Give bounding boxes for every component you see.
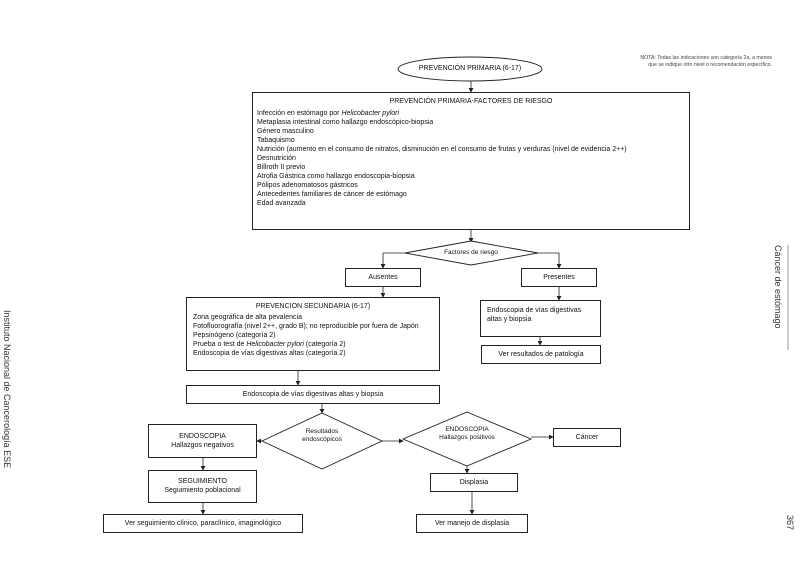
risk-factor-item: Desnutrición <box>257 155 296 162</box>
present-box: Presentes <box>521 268 597 287</box>
results-line: Resultados <box>305 428 339 435</box>
page-number: 367 <box>785 515 795 531</box>
secondary-line: Fotofluorografía (nivel 2++, grado B); n… <box>193 323 419 330</box>
risk-factor-item: Atrofia Gástrica como hallazgo endoscopi… <box>257 173 415 180</box>
cancer-box: Cáncer <box>553 428 621 447</box>
side-label-right: Cáncer de estómago <box>773 245 783 329</box>
note-line-2: que se indique otro nivel o recomendació… <box>648 62 772 68</box>
risk-factor-item: Género masculino <box>257 128 314 135</box>
start-node: PREVENCIÓN PRIMARIA (6-17) <box>418 65 522 72</box>
see-followup-box: Ver seguimiento clínico, paraclínico, im… <box>103 514 303 533</box>
present-endoscopy-line: Endoscopia de vías digestivas <box>487 307 582 314</box>
endoscopy-biopsy-box: Endoscopia de vías digestivas altas y bi… <box>186 385 440 404</box>
risk-factor-item: Nutrición (aumento en el consumo de nitr… <box>257 146 627 153</box>
present-endoscopy-box: Endoscopia de vías digestivas altas y bi… <box>480 300 601 337</box>
followup-box: SEGUIMIENTO Seguimiento poblacional <box>148 470 257 503</box>
start-oval-shape <box>397 56 543 82</box>
secondary-line: Pepsinógeno (categoría 2) <box>193 332 276 339</box>
risk-factor-item: Antecedentes familiares de cáncer de est… <box>257 191 407 198</box>
absent-box: Ausentes <box>345 268 421 287</box>
followup-line: Seguimiento poblacional <box>164 487 241 494</box>
primary-title: PREVENCIÓN PRIMARIA-FACTORES DE RIESGO <box>389 98 553 105</box>
category-note: NOTA: Todas las indicaciones son categor… <box>592 55 772 69</box>
risk-decision-label: Factores de riesgo <box>444 249 498 256</box>
risk-factor-item: Pólipos adenomatosos gástricos <box>257 182 358 189</box>
results-decision-label: Resultados endoscópicos <box>282 428 362 444</box>
risk-factor-item: Metaplasia intestinal como hallazgo endo… <box>257 119 434 126</box>
secondary-line-hp: Prueba o test de Helicobacter pylori (ca… <box>193 340 433 349</box>
negative-line: Hallazgos negativos <box>171 442 234 449</box>
see-dysplasia-box: Ver manejo de displasia <box>416 514 528 533</box>
primary-risk-factors-box: PREVENCIÓN PRIMARIA-FACTORES DE RIESGO I… <box>252 92 690 230</box>
hp-suffix: (categoría 2) <box>303 341 346 348</box>
negative-findings-box: ENDOSCOPIA Hallazgos negativos <box>148 424 257 458</box>
hp-organism: Helicobacter pylori <box>246 341 304 348</box>
secondary-title: PREVENCION SECUNDARIA (6-17) <box>255 303 371 310</box>
connector <box>538 252 562 269</box>
risk-factor-item: Billroth II previo <box>257 164 306 171</box>
hp-prefix: Prueba o test de <box>193 341 247 348</box>
infection-prefix: Infección en estómago por <box>257 110 342 117</box>
risk-decision-shape <box>404 240 539 266</box>
followup-line: SEGUIMIENTO <box>178 478 227 485</box>
dysplasia-box: Displasia <box>430 473 518 492</box>
connector <box>380 252 405 269</box>
note-line-1: NOTA: Todas las indicaciones son categor… <box>640 55 772 61</box>
risk-factor-list: Metaplasia intestinal como hallazgo endo… <box>257 118 685 208</box>
results-decision-shape <box>260 412 384 470</box>
secondary-prevention-box: PREVENCION SECUNDARIA (6-17) Zona geográ… <box>186 297 440 371</box>
risk-factor-item: Tabaquismo <box>257 137 295 144</box>
results-line: endoscópicos <box>302 436 342 443</box>
positive-decision-label: ENDOSCOPIA Hallazgos positivos <box>417 426 517 442</box>
positive-line: ENDOSCOPIA <box>445 426 489 433</box>
side-label-left: Instituto Nacional de Cancerología ESE <box>2 310 12 469</box>
positive-decision-shape <box>401 411 533 467</box>
secondary-line: Endoscopia de vías digestivas altas (cat… <box>193 350 346 357</box>
present-endoscopy-line: altas y biopsia <box>487 316 532 323</box>
secondary-line: Zona geográfica de alta pevalencia <box>193 314 302 321</box>
risk-factor-item: Edad avanzada <box>257 200 306 207</box>
positive-line: Hallazgos positivos <box>439 434 495 441</box>
infection-organism: Helicobacter pylori <box>341 110 400 117</box>
pathology-results-box: Ver resultados de patología <box>481 345 601 364</box>
infection-item: Infección en estómago por Helicobacter p… <box>257 109 685 118</box>
negative-line: ENDOSCOPIA <box>179 433 226 440</box>
